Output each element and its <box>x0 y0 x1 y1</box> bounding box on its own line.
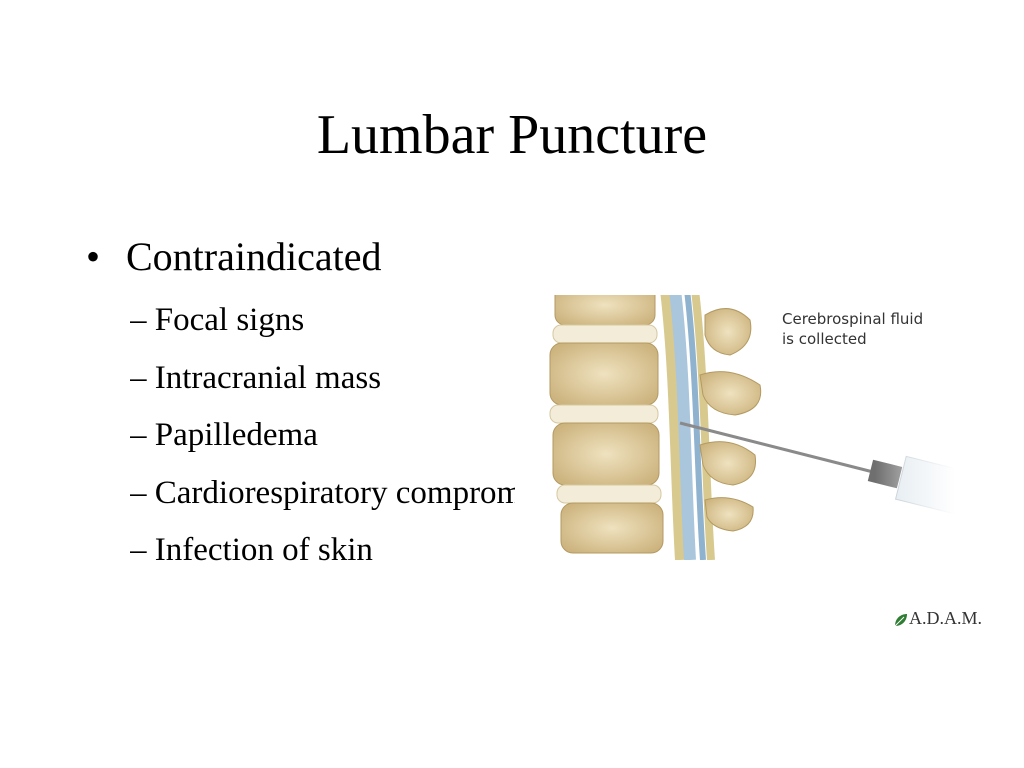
figure-caption: Cerebrospinal fluid is collected <box>782 309 923 349</box>
needle-syringe <box>679 295 955 560</box>
bullet-contraindicated: • Contraindicated <box>86 232 381 282</box>
slide-title: Lumbar Puncture <box>316 104 708 166</box>
spinous-processes <box>699 308 762 532</box>
vertebral-bodies <box>549 295 664 554</box>
sub-item-cardiorespiratory: – Cardiorespiratory compromise <box>130 474 515 511</box>
sub-list: – Focal signs – Intracranial mass – Papi… <box>130 292 515 580</box>
sub-list-container: – Focal signs – Intracranial mass – Papi… <box>130 292 515 592</box>
bullet-dot: • <box>86 234 101 279</box>
adam-logo: A.D.A.M. <box>893 608 982 632</box>
logo-text: A.D.A.M. <box>909 608 983 628</box>
sub-item-papilledema: – Papilledema <box>130 417 318 453</box>
sub-item-infection-of-skin: – Infection of skin <box>130 532 373 568</box>
caption-line-1: Cerebrospinal fluid <box>782 310 924 328</box>
bullet-label: Contraindicated <box>126 234 382 279</box>
caption-line-2: is collected <box>782 330 867 348</box>
sub-item-intracranial-mass: – Intracranial mass <box>130 359 382 396</box>
sub-item-focal-signs: – Focal signs <box>130 302 305 338</box>
leaf-logo-icon <box>894 613 907 627</box>
spine-needle-illustration <box>549 295 955 560</box>
spinal-canal <box>660 295 715 560</box>
